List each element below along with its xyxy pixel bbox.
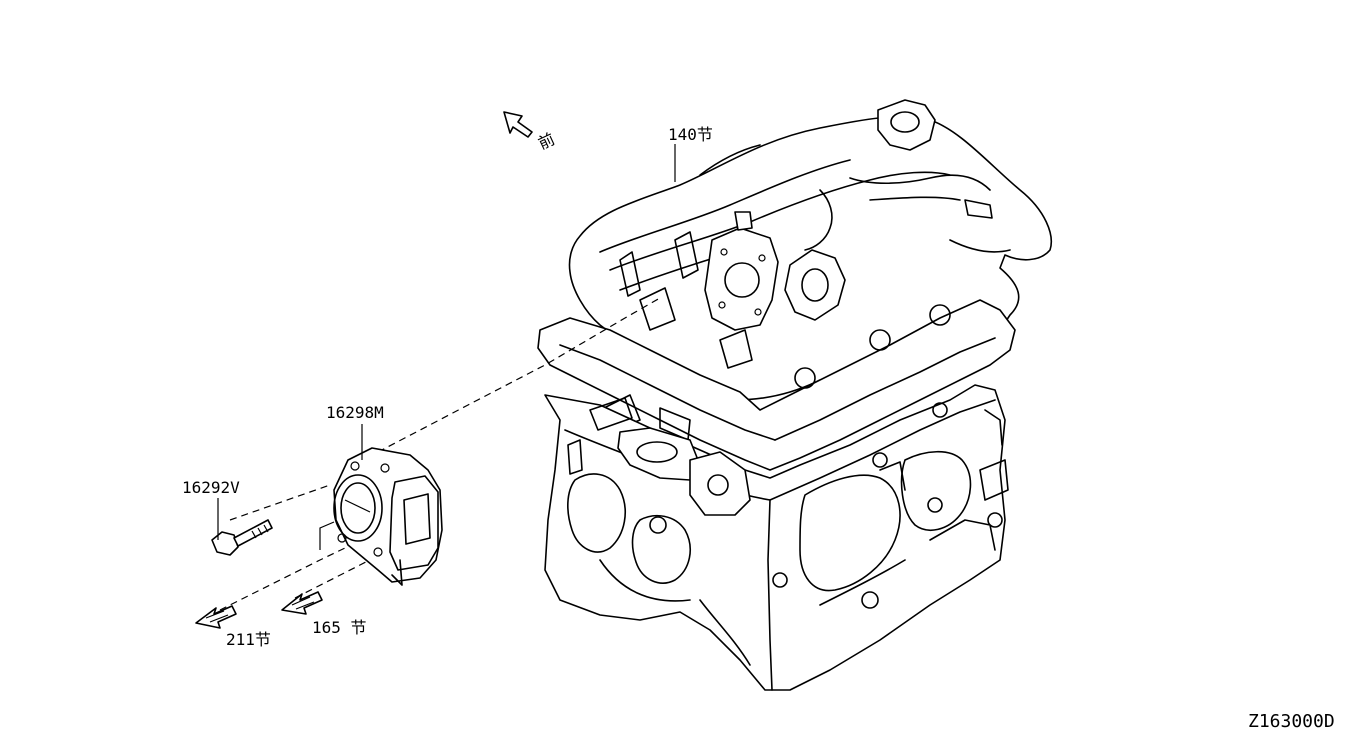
callout-16298m: 16298M	[326, 403, 384, 422]
figure-code: Z163000D	[1248, 711, 1335, 732]
callout-211: 211节	[226, 630, 271, 649]
front-arrow-icon	[503, 111, 533, 138]
front-marker-label: 前	[535, 129, 558, 153]
callout-16292v: 16292V	[182, 478, 240, 497]
assembly-lines	[219, 297, 661, 611]
throttle-body-part	[333, 447, 443, 586]
engine-assembly	[537, 99, 1052, 691]
callout-165: 165 节	[312, 618, 367, 637]
leader-lines	[217, 144, 676, 540]
ref-arrow-165-icon	[281, 591, 323, 615]
bolt-part	[211, 519, 273, 556]
ref-arrow-211-icon	[195, 605, 237, 629]
callout-140: 140节	[668, 125, 713, 144]
